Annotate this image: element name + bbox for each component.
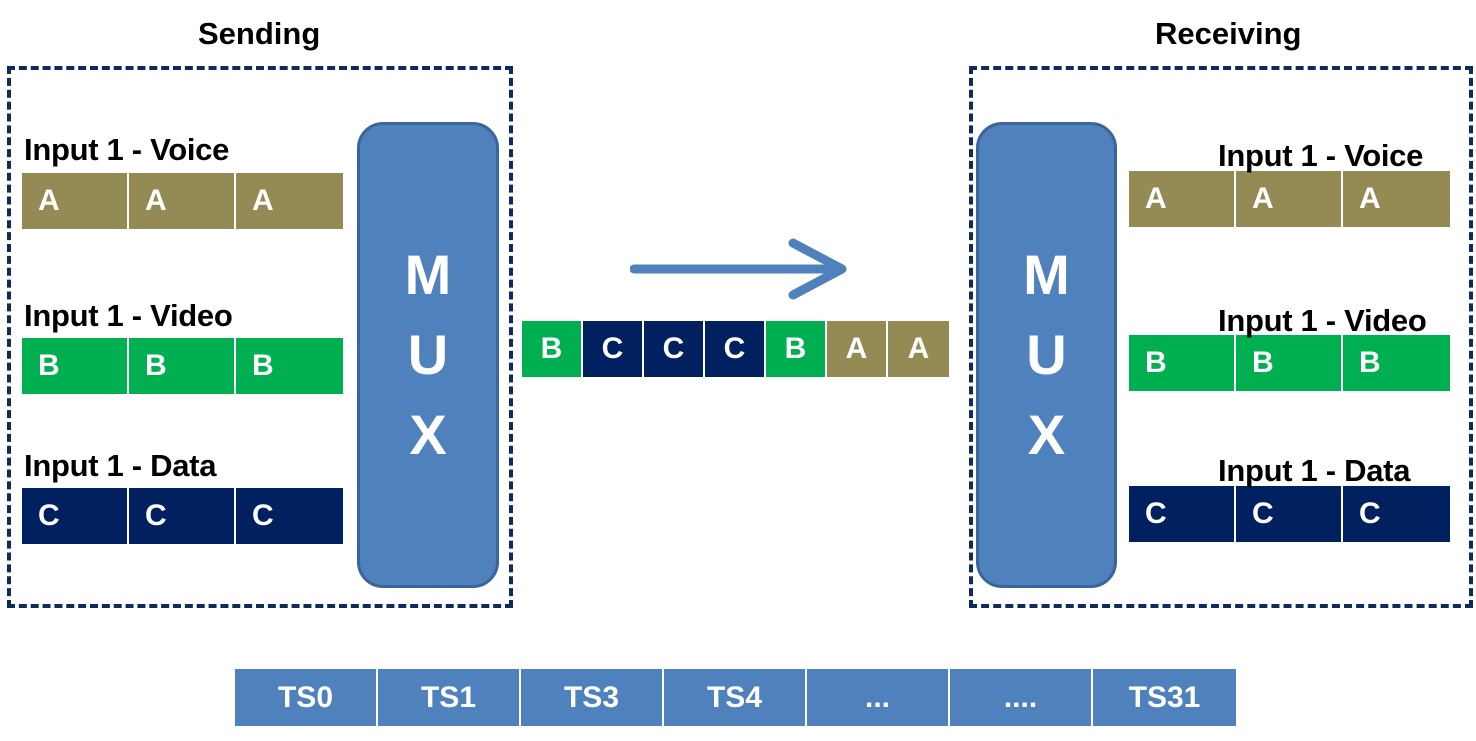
sending-mux: M U X	[357, 122, 499, 588]
mux-letter: U	[1026, 323, 1067, 386]
receiving-voice-stream: A A A	[1129, 171, 1450, 227]
stream-cell: C	[236, 488, 343, 544]
sending-data-label: Input 1 - Data	[24, 448, 217, 483]
stream-cell: A	[236, 173, 343, 229]
sending-voice-stream: A A A	[22, 173, 343, 229]
stream-cell: B	[1343, 335, 1450, 391]
stream-cell: C	[1129, 486, 1236, 542]
mux-cell: A	[888, 321, 949, 377]
multiplexed-stream: B C C C B A A	[522, 321, 949, 377]
receiving-video-label: Input 1 - Video	[1218, 303, 1427, 338]
receiving-data-label: Input 1 - Data	[1218, 453, 1411, 488]
mux-letter: M	[1023, 243, 1070, 306]
receiving-video-stream: B B B	[1129, 335, 1450, 391]
stream-cell: A	[1343, 171, 1450, 227]
sending-video-label: Input 1 - Video	[24, 298, 233, 333]
timeslot-cell: ....	[950, 669, 1093, 726]
stream-cell: B	[236, 338, 343, 394]
mux-letter: X	[1027, 403, 1066, 466]
stream-cell: B	[22, 338, 129, 394]
stream-cell: B	[129, 338, 236, 394]
mux-letter: X	[409, 403, 447, 466]
stream-cell: A	[22, 173, 129, 229]
receiving-title: Receiving	[1155, 16, 1302, 51]
timeslot-cell: TS3	[521, 669, 664, 726]
mux-letter: M	[404, 243, 452, 306]
stream-cell: A	[129, 173, 236, 229]
timeslot-cell: TS1	[378, 669, 521, 726]
receiving-data-stream: C C C	[1129, 486, 1450, 542]
timeslot-row: TS0 TS1 TS3 TS4 ... .... TS31	[235, 669, 1236, 726]
stream-cell: B	[1236, 335, 1343, 391]
sending-data-stream: C C C	[22, 488, 343, 544]
timeslot-cell: TS31	[1093, 669, 1236, 726]
mux-cell: C	[583, 321, 644, 377]
mux-cell: C	[644, 321, 705, 377]
mux-cell: A	[827, 321, 888, 377]
stream-cell: C	[1236, 486, 1343, 542]
sending-video-stream: B B B	[22, 338, 343, 394]
timeslot-cell: ...	[807, 669, 950, 726]
sending-voice-label: Input 1 - Voice	[24, 132, 230, 167]
stream-cell: C	[1343, 486, 1450, 542]
receiving-mux: M U X	[976, 122, 1117, 588]
stream-cell: A	[1129, 171, 1236, 227]
mux-cell: B	[522, 321, 583, 377]
stream-cell: C	[22, 488, 129, 544]
timeslot-cell: TS0	[235, 669, 378, 726]
mux-letter: U	[407, 323, 449, 386]
receiving-voice-label: Input 1 - Voice	[1218, 138, 1424, 173]
sending-frame	[7, 66, 513, 608]
timeslot-cell: TS4	[664, 669, 807, 726]
sending-title: Sending	[198, 16, 321, 51]
stream-cell: B	[1129, 335, 1236, 391]
receiving-frame	[969, 66, 1473, 608]
mux-cell: B	[766, 321, 827, 377]
arrow-right-icon	[630, 238, 847, 300]
stream-cell: A	[1236, 171, 1343, 227]
mux-cell: C	[705, 321, 766, 377]
stream-cell: C	[129, 488, 236, 544]
